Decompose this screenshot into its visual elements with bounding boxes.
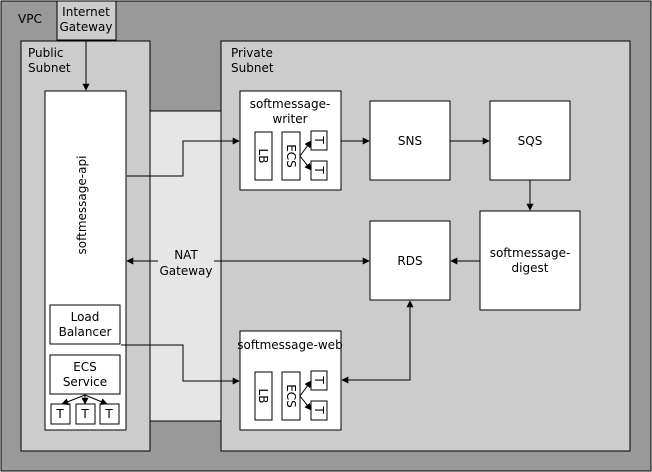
- public-subnet-label-line1: Public: [28, 46, 64, 60]
- api-load-balancer-label-line2: Balancer: [59, 325, 112, 339]
- sqs-label: SQS: [518, 134, 543, 148]
- softmessage-writer-label-line2: writer: [272, 112, 307, 126]
- api-ecs-service-label-line2: Service: [63, 375, 107, 389]
- api-load-balancer-box: [49, 304, 121, 345]
- writer-ecs-label: ECS: [284, 144, 298, 168]
- public-subnet-label-line2: Subnet: [28, 61, 71, 75]
- private-subnet-label-line1: Private: [231, 46, 273, 60]
- edge-writer-ecs-to-task-2: [299, 155, 312, 171]
- sns-label: SNS: [398, 134, 422, 148]
- api-task-1-label: T: [55, 407, 64, 421]
- writer-lb-label: LB: [256, 149, 270, 164]
- web-task-2-label: T: [312, 405, 326, 414]
- nat-gateway-label-line1: NAT: [174, 248, 198, 262]
- internet-gateway-box: [56, 0, 117, 41]
- softmessage-writer-label-line1: softmessage-: [250, 97, 331, 111]
- vpc-label: VPC: [18, 12, 42, 26]
- api-ecs-service-label-line1: ECS: [73, 360, 97, 374]
- edge-web-ecs-to-task-2: [299, 395, 312, 411]
- softmessage-digest-label-line2: digest: [512, 261, 549, 275]
- softmessage-digest-box: [479, 210, 581, 311]
- softmessage-api-label: softmessage-api: [75, 156, 89, 255]
- edge-api-ecs-to-task-3: [84, 394, 108, 405]
- edge-web-rds-bidirectional: [341, 300, 414, 384]
- private-subnet-label-line2: Subnet: [231, 61, 274, 75]
- edge-web-ecs-to-task-1: [299, 380, 312, 397]
- writer-task-2-label: T: [312, 165, 326, 174]
- sns-box: [369, 100, 451, 181]
- internet-gateway-label-line2: Gateway: [59, 20, 112, 34]
- nat-gateway-label-line2: Gateway: [159, 264, 212, 278]
- web-ecs-label: ECS: [284, 384, 298, 408]
- edge-api-lb-to-web: [121, 344, 240, 385]
- api-task-3-label: T: [104, 407, 113, 421]
- web-lb-box: [254, 371, 273, 421]
- api-task-2-label: T: [80, 407, 89, 421]
- web-task-1-label: T: [312, 375, 326, 384]
- writer-task-1-label: T: [312, 135, 326, 144]
- softmessage-web-label: softmessage-web: [237, 338, 342, 352]
- api-load-balancer-label-line1: Load: [71, 310, 100, 324]
- nat-gateway-label-background: [158, 248, 214, 278]
- web-lb-label: LB: [256, 389, 270, 404]
- writer-lb-box: [254, 131, 273, 181]
- rds-box: [369, 220, 451, 301]
- edge-api-ecs-to-task-1: [61, 394, 86, 405]
- edge-writer-ecs-to-task-1: [299, 140, 312, 157]
- api-task-1-box: [50, 403, 71, 425]
- edge-api-to-writer: [127, 137, 240, 177]
- api-task-3-box: [99, 403, 120, 425]
- api-ecs-service-box: [49, 354, 121, 395]
- internet-gateway-label-line1: Internet: [62, 5, 110, 19]
- softmessage-digest-label-line1: softmessage-: [490, 246, 571, 260]
- rds-label: RDS: [397, 254, 422, 268]
